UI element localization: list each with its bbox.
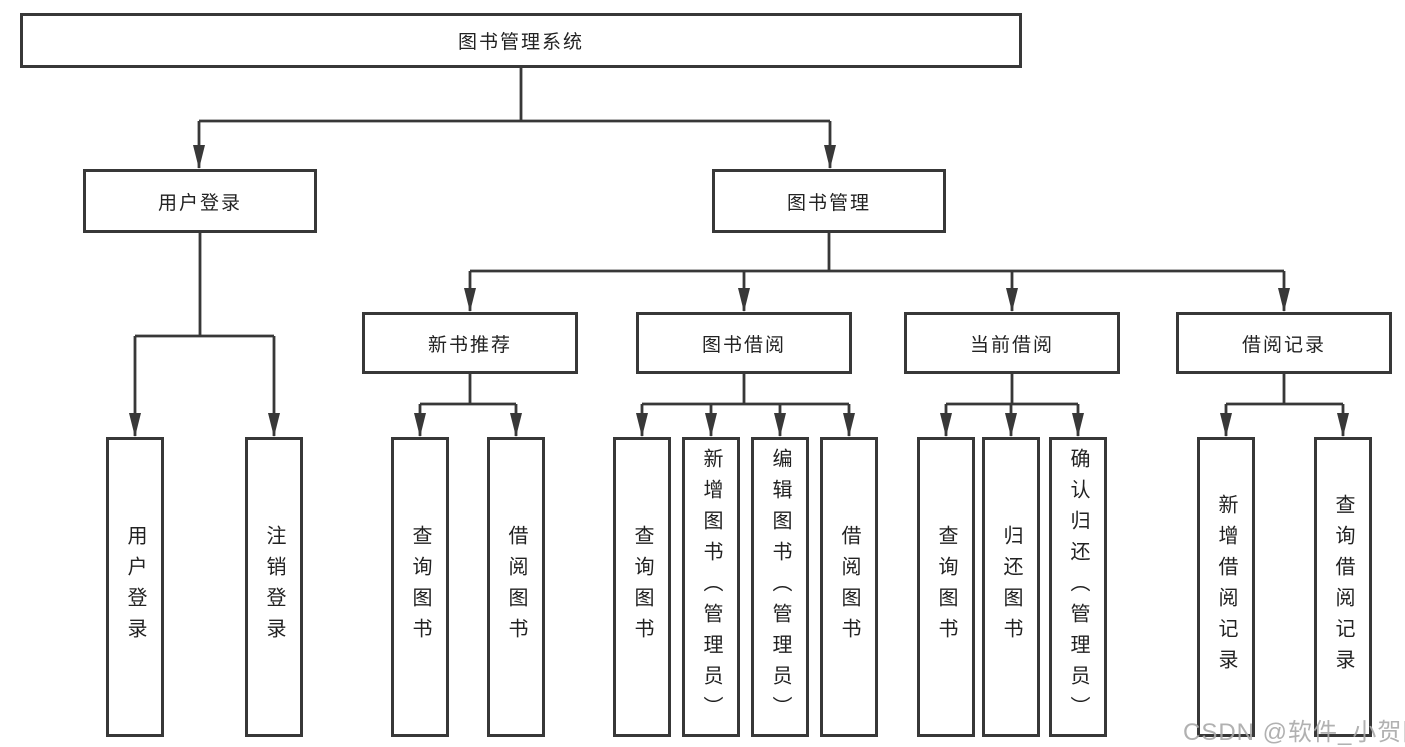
node-current-borrow: 当前借阅 bbox=[904, 312, 1120, 374]
leaf-current-query-book: 查询图书 bbox=[917, 437, 975, 737]
node-label: 借阅图书 bbox=[838, 525, 860, 649]
node-library-management-system: 图书管理系统 bbox=[20, 13, 1022, 68]
node-label: 图书管理 bbox=[786, 192, 871, 214]
connector-current-spine bbox=[946, 374, 1078, 406]
node-label: 确认归还（管理员） bbox=[1067, 447, 1089, 727]
node-label: 借阅图书 bbox=[505, 525, 527, 649]
leaf-user-login: 用户登录 bbox=[106, 437, 164, 737]
node-label: 图书借阅 bbox=[701, 334, 786, 356]
node-label: 用户登录 bbox=[157, 192, 242, 214]
node-label: 图书管理系统 bbox=[457, 32, 584, 53]
leaf-logout: 注销登录 bbox=[245, 437, 303, 737]
node-label: 新书推荐 bbox=[427, 334, 512, 356]
node-label: 查询借阅记录 bbox=[1332, 494, 1354, 680]
leaf-current-return-book: 归还图书 bbox=[982, 437, 1040, 737]
leaf-borrow-query-book: 查询图书 bbox=[613, 437, 671, 737]
node-label: 查询图书 bbox=[935, 525, 957, 649]
connector-recommend-spine bbox=[420, 374, 516, 406]
node-label: 新增图书（管理员） bbox=[700, 447, 722, 727]
leaf-borrow-edit-book-admin: 编辑图书（管理员） bbox=[751, 437, 809, 737]
leaf-recommend-query-book: 查询图书 bbox=[391, 437, 449, 737]
leaf-borrow-add-book-admin: 新增图书（管理员） bbox=[682, 437, 740, 737]
node-borrow-records: 借阅记录 bbox=[1176, 312, 1392, 374]
node-user-login-group: 用户登录 bbox=[83, 169, 317, 233]
csdn-watermark: CSDN @软件_小贺同学 bbox=[1183, 719, 1405, 746]
node-label: 归还图书 bbox=[1000, 525, 1022, 649]
connector-records-spine bbox=[1226, 374, 1343, 406]
node-label: 新增借阅记录 bbox=[1215, 494, 1237, 680]
node-label: 用户登录 bbox=[124, 525, 146, 649]
leaf-borrow-borrow-book: 借阅图书 bbox=[820, 437, 878, 737]
leaf-current-confirm-return-admin: 确认归还（管理员） bbox=[1049, 437, 1107, 737]
node-label: 借阅记录 bbox=[1241, 334, 1326, 356]
node-label: 当前借阅 bbox=[969, 334, 1054, 356]
leaf-records-query-record: 查询借阅记录 bbox=[1314, 437, 1372, 737]
leaf-recommend-borrow-book: 借阅图书 bbox=[487, 437, 545, 737]
node-label: 查询图书 bbox=[409, 525, 431, 649]
node-book-borrow: 图书借阅 bbox=[636, 312, 852, 374]
connector-borrow-spine bbox=[642, 374, 849, 406]
connector-user-login-spine bbox=[135, 233, 274, 338]
node-label: 注销登录 bbox=[263, 525, 285, 649]
node-label: 编辑图书（管理员） bbox=[769, 447, 791, 727]
connector-book-management-spine bbox=[470, 233, 1284, 273]
node-label: 查询图书 bbox=[631, 525, 653, 649]
node-new-book-recommend: 新书推荐 bbox=[362, 312, 578, 374]
connector-root-spine bbox=[199, 68, 830, 123]
node-book-management: 图书管理 bbox=[712, 169, 946, 233]
leaf-records-add-record: 新增借阅记录 bbox=[1197, 437, 1255, 737]
